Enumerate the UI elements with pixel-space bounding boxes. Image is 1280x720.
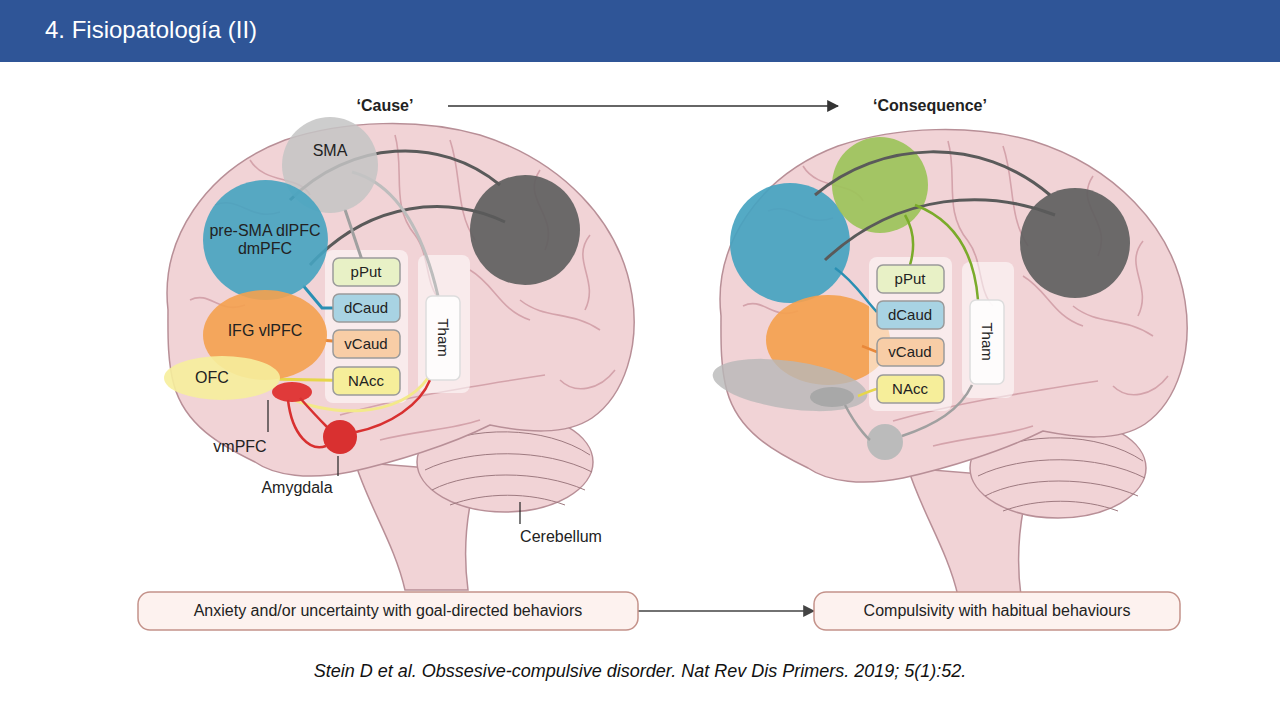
- parietal-region: [1020, 188, 1130, 298]
- vmpfc-region: [810, 387, 854, 407]
- node-shape: [426, 296, 460, 380]
- node-text-group: pPut: [333, 258, 400, 286]
- amygdala-region: [323, 420, 357, 454]
- striatum-box: pPut: [333, 258, 400, 286]
- node-text-group: dCaud: [877, 301, 944, 329]
- thalamus-box: Tham: [970, 300, 1004, 384]
- ifg-tract: [862, 346, 877, 352]
- node-text-group: pPut: [877, 265, 944, 293]
- node-text-group: dCaud: [333, 294, 400, 322]
- striatum-box: dCaud: [333, 294, 400, 322]
- node-text-group: NAcc: [877, 375, 944, 403]
- node-text-group: Compulsivity with habitual behaviours: [814, 592, 1180, 630]
- sma-tract: [905, 215, 913, 265]
- node-label: pPut: [351, 263, 382, 280]
- parietal-region: [470, 175, 580, 285]
- node-text-group: Anxiety and/or uncertainty with goal-dir…: [138, 592, 638, 630]
- leader-line: [337, 456, 338, 476]
- stage-heading: ‘Cause’: [357, 97, 414, 115]
- node-shape: [814, 592, 1180, 630]
- citation-caption: Stein D et al. Obssesive-compulsive diso…: [0, 661, 1280, 682]
- striatum-panel: [869, 257, 952, 411]
- node-shape: [877, 338, 944, 366]
- node-shape: [138, 592, 638, 630]
- node-shape: [970, 300, 1004, 384]
- region-label: Amygdala: [261, 479, 332, 497]
- left-brain: [167, 124, 634, 590]
- node-shape: [877, 265, 944, 293]
- cortical-tract: [815, 152, 1050, 195]
- thalamus-box: Tham: [426, 296, 460, 380]
- node-shape: [164, 356, 280, 400]
- cortical-tract: [825, 200, 1055, 260]
- node-label: dCaud: [888, 306, 932, 323]
- slide-title: 4. Fisiopatología (II): [45, 16, 257, 44]
- amygdala-region: [867, 424, 903, 460]
- node-text-group: pre-SMA dlPFC dmPFC: [203, 180, 328, 300]
- stage-heading: ‘Consequence’: [873, 97, 987, 115]
- node-shape: [877, 375, 944, 403]
- node-text-group: Tham: [970, 300, 1004, 384]
- node-text-group: OFC: [154, 356, 270, 400]
- node-label: Tham: [434, 319, 451, 357]
- node-shape: [333, 330, 400, 358]
- striatum-box: pPut: [877, 265, 944, 293]
- node-label: pre-SMA dlPFC dmPFC: [203, 222, 328, 259]
- node-text-group: vCaud: [333, 330, 400, 358]
- region-label: Cerebellum: [520, 528, 602, 546]
- node-label: NAcc: [348, 372, 384, 389]
- node-label: OFC: [195, 369, 229, 387]
- connector: [280, 379, 333, 380]
- striatum-box: NAcc: [877, 375, 944, 403]
- striatum-box: vCaud: [877, 338, 944, 366]
- node-label: SMA: [313, 142, 348, 160]
- node-shape: [203, 180, 328, 300]
- leader-line: [519, 502, 520, 524]
- vmpfc-region: [272, 382, 312, 402]
- brain-region: OFC: [164, 356, 280, 400]
- node-text-group: vCaud: [877, 338, 944, 366]
- node-label: dCaud: [344, 299, 388, 316]
- node-text-group: SMA: [282, 103, 378, 199]
- node-shape: [333, 367, 400, 395]
- node-label: Tham: [978, 323, 995, 361]
- brain-region: pre-SMA dlPFC dmPFC: [203, 180, 328, 300]
- leader-line: [267, 400, 268, 432]
- thalamus-panel: [418, 255, 470, 393]
- striatum-box: dCaud: [877, 301, 944, 329]
- limbic-tract: [845, 405, 870, 440]
- node-label: vCaud: [888, 343, 931, 360]
- node-label: Anxiety and/or uncertainty with goal-dir…: [194, 602, 583, 620]
- node-label: pPut: [895, 270, 926, 287]
- node-label: vCaud: [344, 335, 387, 352]
- connectors: [280, 210, 814, 611]
- node-shape: [333, 294, 400, 322]
- striatum-panel: [325, 250, 408, 403]
- region-label: vmPFC: [213, 438, 266, 456]
- node-label: NAcc: [892, 380, 928, 397]
- cause-consequence-arrow: [448, 105, 838, 107]
- connector: [327, 339, 333, 343]
- prefrontal-tract: [835, 268, 877, 312]
- connector: [345, 210, 361, 258]
- title-bar: 4. Fisiopatología (II): [0, 0, 1280, 62]
- striatum-box: NAcc: [333, 367, 400, 395]
- thalamus-panel: [962, 262, 1014, 398]
- connector: [638, 610, 814, 612]
- behaviour-box: Anxiety and/or uncertainty with goal-dir…: [138, 592, 638, 630]
- prefrontal-region: [730, 183, 850, 303]
- node-shape: [877, 301, 944, 329]
- node-shape: [333, 258, 400, 286]
- striatum-box: vCaud: [333, 330, 400, 358]
- node-label: IFG vlPFC: [228, 322, 303, 340]
- ofc-tract: [858, 389, 877, 396]
- node-label: Compulsivity with habitual behaviours: [864, 602, 1131, 620]
- behaviour-box: Compulsivity with habitual behaviours: [814, 592, 1180, 630]
- node-text-group: Tham: [426, 296, 460, 380]
- node-text-group: NAcc: [333, 367, 400, 395]
